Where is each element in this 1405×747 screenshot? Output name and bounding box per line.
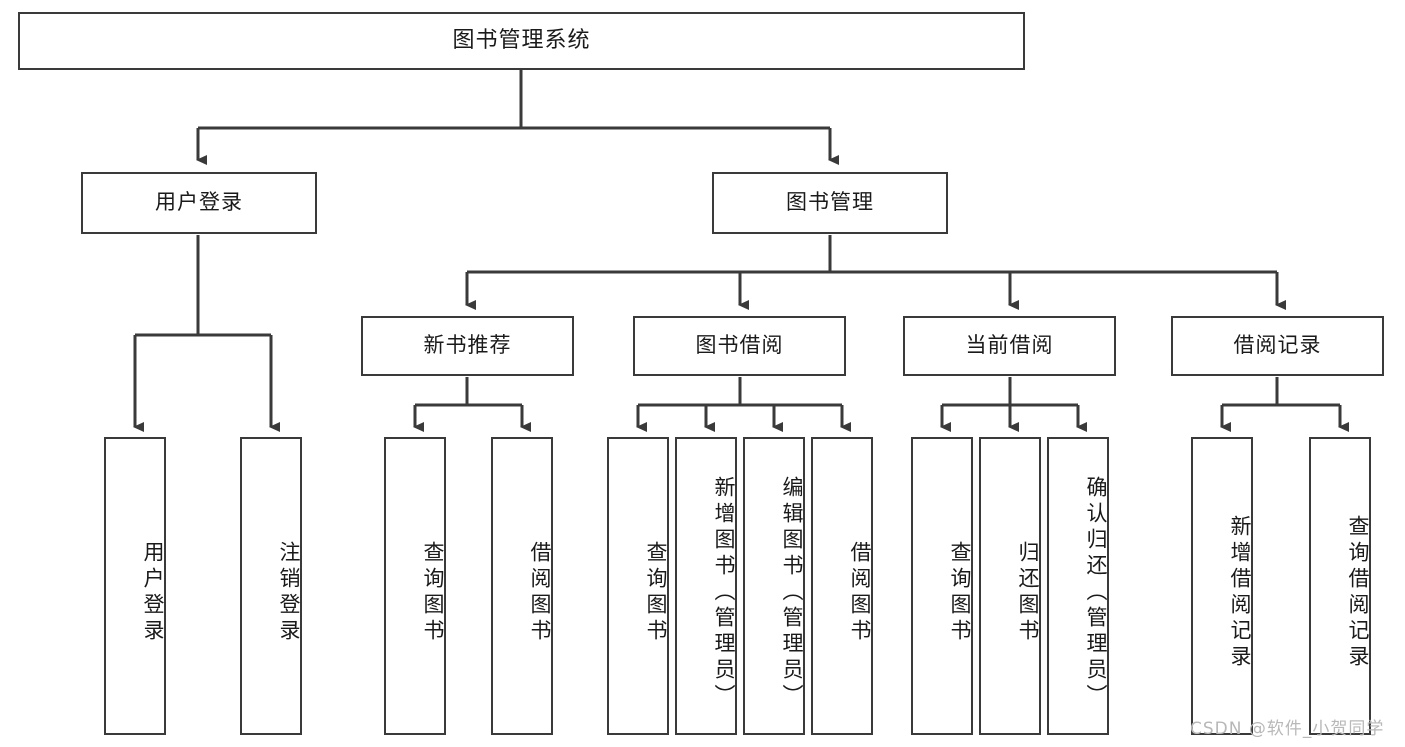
leaf-current-borrow-query[interactable]: 查询图书 — [911, 437, 973, 735]
node-label: 图书管理 — [786, 190, 874, 215]
leaf-new-book-borrow[interactable]: 借阅图书 — [491, 437, 553, 735]
leaf-book-borrow-edit[interactable]: 编辑图书（管理员） — [743, 437, 805, 735]
leaf-user-login-logout[interactable]: 注销登录 — [240, 437, 302, 735]
node-borrow-record[interactable]: 借阅记录 — [1171, 316, 1384, 376]
node-label: 用户登录 — [155, 190, 243, 215]
node-label: 新增图书（管理员） — [712, 476, 736, 710]
node-label: 新书推荐 — [423, 333, 512, 358]
node-label: 查询图书 — [644, 541, 668, 645]
node-label: 查询图书 — [948, 541, 972, 645]
leaf-current-borrow-return[interactable]: 归还图书 — [979, 437, 1041, 735]
node-label: 图书借阅 — [695, 333, 784, 358]
watermark: CSDN @软件_小贺同学 — [1190, 719, 1385, 739]
leaf-user-login-login[interactable]: 用户登录 — [104, 437, 166, 735]
node-new-book-recommend[interactable]: 新书推荐 — [361, 316, 574, 376]
node-label: 用户登录 — [141, 541, 165, 645]
leaf-borrow-record-query[interactable]: 查询借阅记录 — [1309, 437, 1371, 735]
node-label: 编辑图书（管理员） — [780, 476, 804, 710]
leaf-current-borrow-confirm-return[interactable]: 确认归还（管理员） — [1047, 437, 1109, 735]
node-current-borrow[interactable]: 当前借阅 — [903, 316, 1116, 376]
node-label: 借阅图书 — [528, 541, 552, 645]
node-label: 确认归还（管理员） — [1084, 476, 1108, 710]
node-book-management[interactable]: 图书管理 — [712, 172, 948, 234]
leaf-borrow-record-add[interactable]: 新增借阅记录 — [1191, 437, 1253, 735]
leaf-book-borrow-query[interactable]: 查询图书 — [607, 437, 669, 735]
node-label: 借阅图书 — [848, 541, 872, 645]
node-label: 查询图书 — [421, 541, 445, 645]
leaf-new-book-query[interactable]: 查询图书 — [384, 437, 446, 735]
node-label: 当前借阅 — [965, 333, 1054, 358]
node-user-login[interactable]: 用户登录 — [81, 172, 317, 234]
leaf-book-borrow-add[interactable]: 新增图书（管理员） — [675, 437, 737, 735]
node-label: 查询借阅记录 — [1346, 515, 1370, 671]
node-label: 归还图书 — [1016, 541, 1040, 645]
node-label: 新增借阅记录 — [1228, 515, 1252, 671]
leaf-book-borrow-borrow[interactable]: 借阅图书 — [811, 437, 873, 735]
node-label: 借阅记录 — [1233, 333, 1322, 358]
node-label: 图书管理系统 — [452, 27, 591, 53]
node-label: 注销登录 — [277, 541, 301, 645]
node-root-system[interactable]: 图书管理系统 — [18, 12, 1025, 70]
node-book-borrow[interactable]: 图书借阅 — [633, 316, 846, 376]
